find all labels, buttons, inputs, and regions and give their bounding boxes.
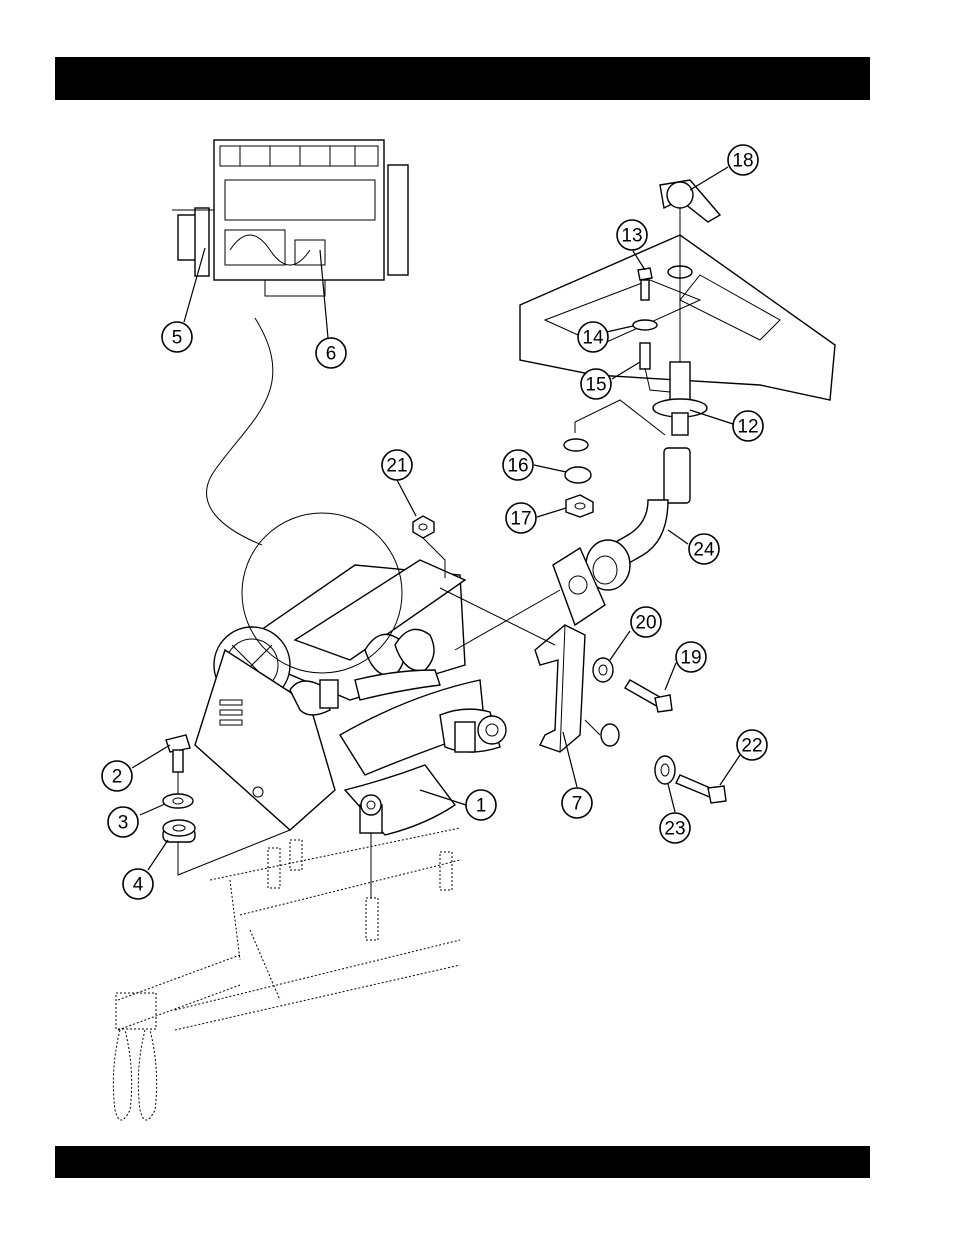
callout-17: 17 (506, 503, 536, 533)
svg-text:18: 18 (732, 151, 753, 172)
svg-text:4: 4 (133, 875, 144, 896)
svg-text:5: 5 (172, 328, 183, 349)
svg-text:12: 12 (737, 417, 758, 438)
svg-text:16: 16 (507, 456, 528, 477)
trailer-frame-illustration (113, 828, 460, 1120)
callout-7: 7 (562, 788, 592, 818)
engine-assembly-illustration (195, 560, 506, 835)
callout-3: 3 (108, 807, 138, 837)
nut-stack-illustration (564, 439, 593, 517)
svg-text:24: 24 (693, 540, 715, 561)
svg-text:1: 1 (476, 796, 487, 817)
callout-20: 20 (631, 607, 661, 637)
callout-22: 22 (737, 730, 767, 760)
svg-text:7: 7 (572, 794, 583, 815)
callout-12: 12 (733, 411, 763, 441)
svg-text:21: 21 (386, 456, 407, 477)
svg-text:23: 23 (664, 819, 685, 840)
callout-6: 6 (316, 338, 346, 368)
svg-text:19: 19 (680, 648, 701, 669)
svg-text:6: 6 (326, 344, 337, 365)
svg-text:22: 22 (741, 736, 762, 757)
callout-16: 16 (503, 450, 533, 480)
svg-text:2: 2 (112, 767, 123, 788)
callout-23: 23 (660, 813, 690, 843)
callout-19: 19 (676, 642, 706, 672)
callout-1: 1 (466, 790, 496, 820)
svg-text:13: 13 (621, 226, 642, 247)
callout-18: 18 (728, 145, 758, 175)
svg-text:3: 3 (118, 813, 129, 834)
callout-15: 15 (581, 369, 611, 399)
callout-4: 4 (123, 869, 153, 899)
callout-14: 14 (578, 322, 608, 352)
engine-detail-illustration (172, 140, 408, 296)
callout-13: 13 (617, 220, 647, 250)
muffler-illustration (520, 180, 835, 435)
detail-connector-line (207, 318, 273, 545)
svg-text:15: 15 (585, 375, 606, 396)
callout-24: 24 (689, 534, 719, 564)
callout-21: 21 (382, 450, 412, 480)
svg-text:20: 20 (635, 613, 656, 634)
svg-text:17: 17 (510, 509, 531, 530)
svg-text:14: 14 (582, 328, 604, 349)
callout-5: 5 (162, 322, 192, 352)
callout-2: 2 (102, 761, 132, 791)
